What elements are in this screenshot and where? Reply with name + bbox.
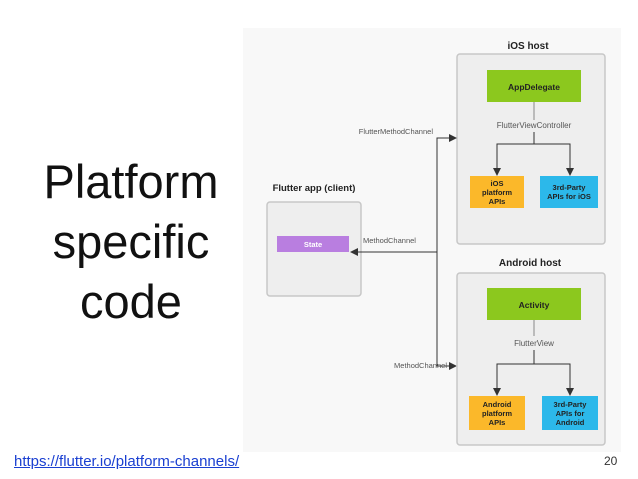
client-channel-label: MethodChannel bbox=[363, 236, 416, 245]
platform-channels-diagram: iOS host AppDelegate FlutterViewControll… bbox=[243, 28, 621, 452]
android-platform-apis-box bbox=[469, 396, 525, 430]
client-title: Flutter app (client) bbox=[273, 183, 356, 194]
ios-channel-label: FlutterMethodChannel bbox=[359, 127, 434, 136]
ios-branch-line bbox=[496, 143, 571, 174]
ios-host-title: iOS host bbox=[507, 41, 549, 52]
ios-third-party-line-2: APIs for iOS bbox=[547, 192, 591, 201]
android-third-party-line-2: APIs for bbox=[556, 409, 585, 418]
source-link[interactable]: https://flutter.io/platform-channels/ bbox=[14, 453, 240, 470]
slide-title: Platform specific code bbox=[22, 152, 240, 332]
android-platform-apis-line-1: Android bbox=[483, 400, 512, 409]
android-third-party-line-1: 3rd-Party bbox=[554, 400, 588, 409]
ios-third-party-line-1: 3rd-Party bbox=[553, 183, 587, 192]
android-platform-apis-line-2: platform bbox=[482, 409, 512, 418]
title-line-1: Platform bbox=[43, 155, 219, 208]
android-branch-line bbox=[496, 363, 571, 394]
ios-platform-apis-line-2: platform bbox=[482, 188, 512, 197]
page-number: 20 bbox=[604, 454, 618, 468]
diagram-canvas: iOS host AppDelegate FlutterViewControll… bbox=[266, 41, 606, 446]
ios-platform-apis-line-1: iOS bbox=[491, 179, 504, 188]
flutter-view-controller-label: FlutterViewController bbox=[497, 121, 572, 130]
activity-label: Activity bbox=[519, 300, 550, 310]
android-channel-label: MethodChannel bbox=[394, 361, 447, 370]
ios-third-party-box bbox=[540, 176, 598, 208]
ios-platform-apis-box bbox=[470, 176, 524, 208]
ios-platform-apis-line-3: APIs bbox=[489, 197, 506, 206]
android-platform-apis-line-3: APIs bbox=[489, 418, 506, 427]
state-box bbox=[277, 236, 349, 252]
android-third-party-line-3: Android bbox=[556, 418, 585, 427]
app-delegate-box bbox=[487, 70, 581, 102]
title-line-2: specific bbox=[52, 215, 210, 268]
channel-trunk bbox=[436, 137, 455, 367]
activity-box bbox=[487, 288, 581, 320]
android-third-party-box bbox=[542, 396, 598, 430]
flutter-view-label: FlutterView bbox=[514, 339, 554, 348]
android-host-title: Android host bbox=[499, 258, 562, 269]
app-delegate-label: AppDelegate bbox=[508, 82, 560, 92]
title-line-3: code bbox=[80, 275, 182, 328]
state-label: State bbox=[304, 240, 322, 249]
